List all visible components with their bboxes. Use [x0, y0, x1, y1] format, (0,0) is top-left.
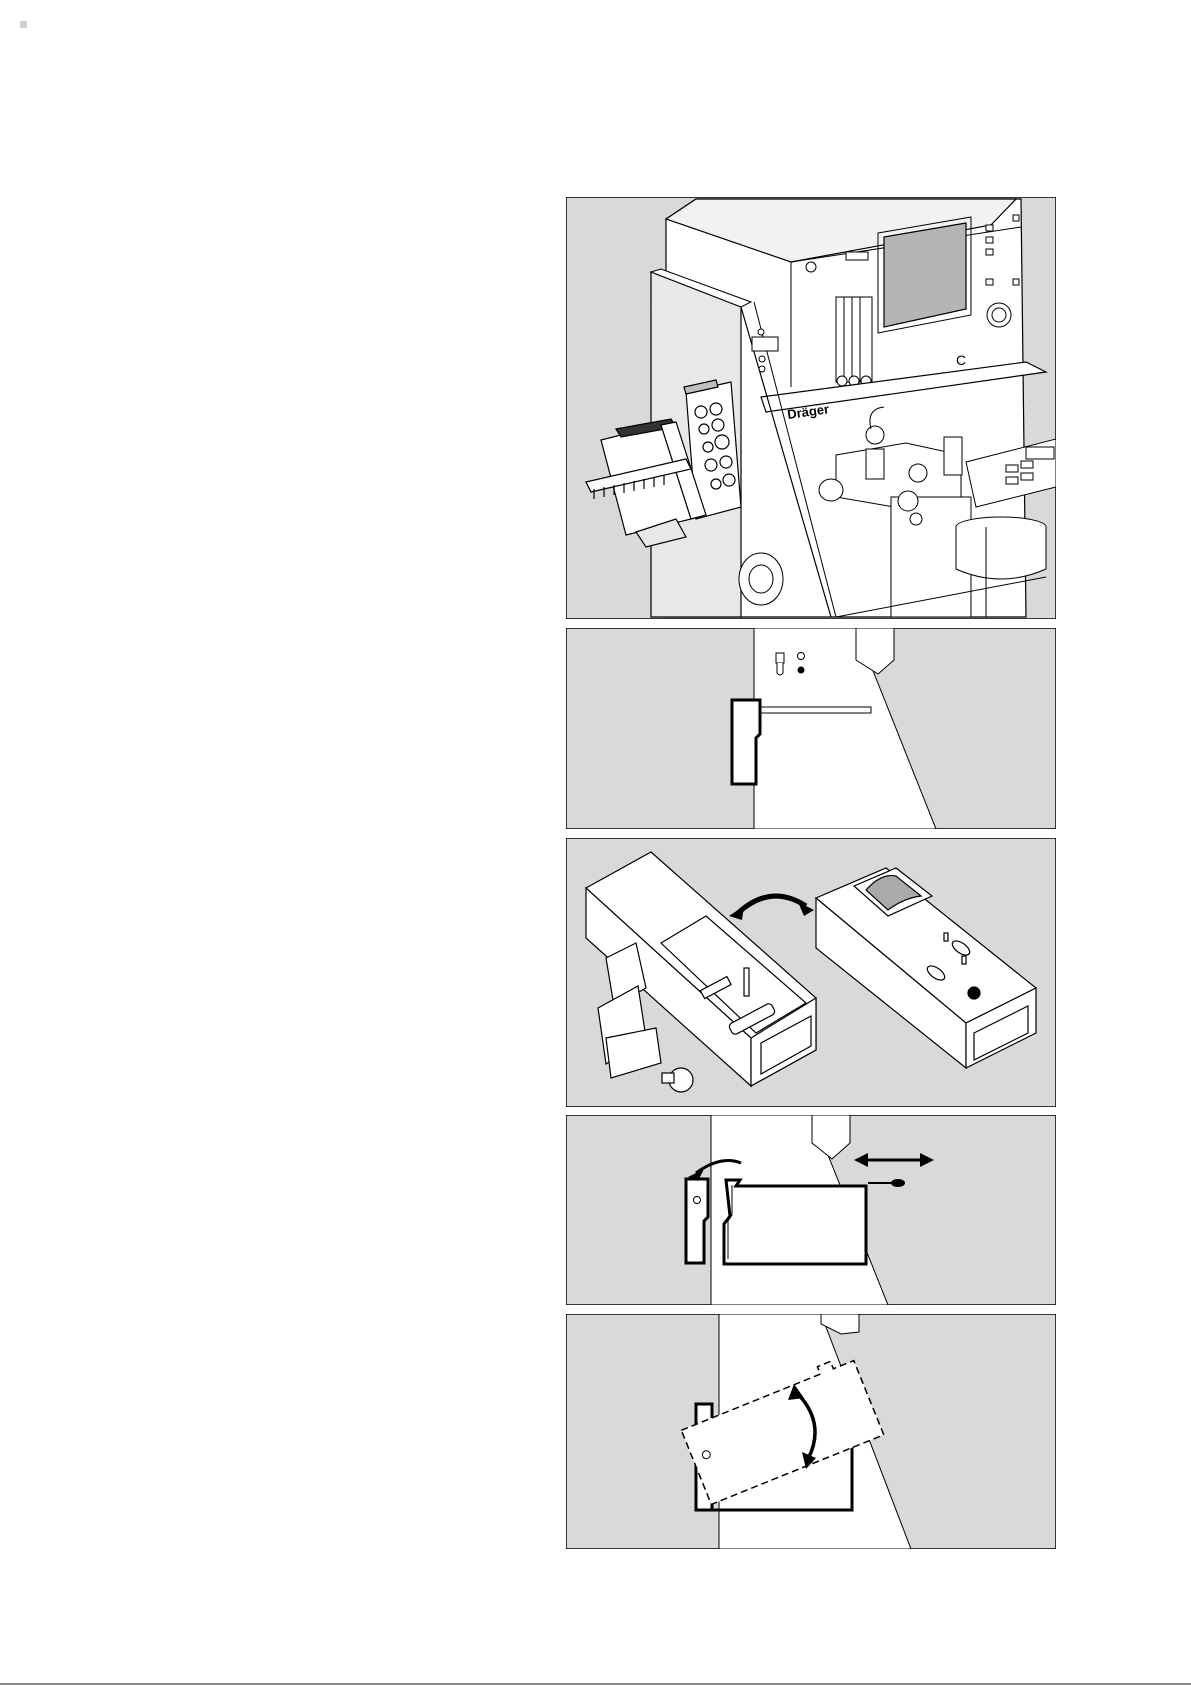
holder-module-icon — [566, 838, 1056, 1107]
workstation-illustration-icon: Dräger C — [566, 197, 1056, 619]
figure-workstation-overview: Dräger C — [566, 197, 1056, 619]
figure-holder-and-module — [566, 838, 1056, 1107]
svg-text:C: C — [956, 352, 966, 368]
attach-module-icon — [566, 1115, 1056, 1305]
figure-pivot-module — [566, 1314, 1056, 1549]
corner-mark — [20, 21, 27, 28]
mounting-bracket-icon — [566, 628, 1056, 829]
figure-attach-module — [566, 1115, 1056, 1305]
pivot-module-icon — [566, 1314, 1056, 1549]
figure-mounting-bracket — [566, 628, 1056, 829]
